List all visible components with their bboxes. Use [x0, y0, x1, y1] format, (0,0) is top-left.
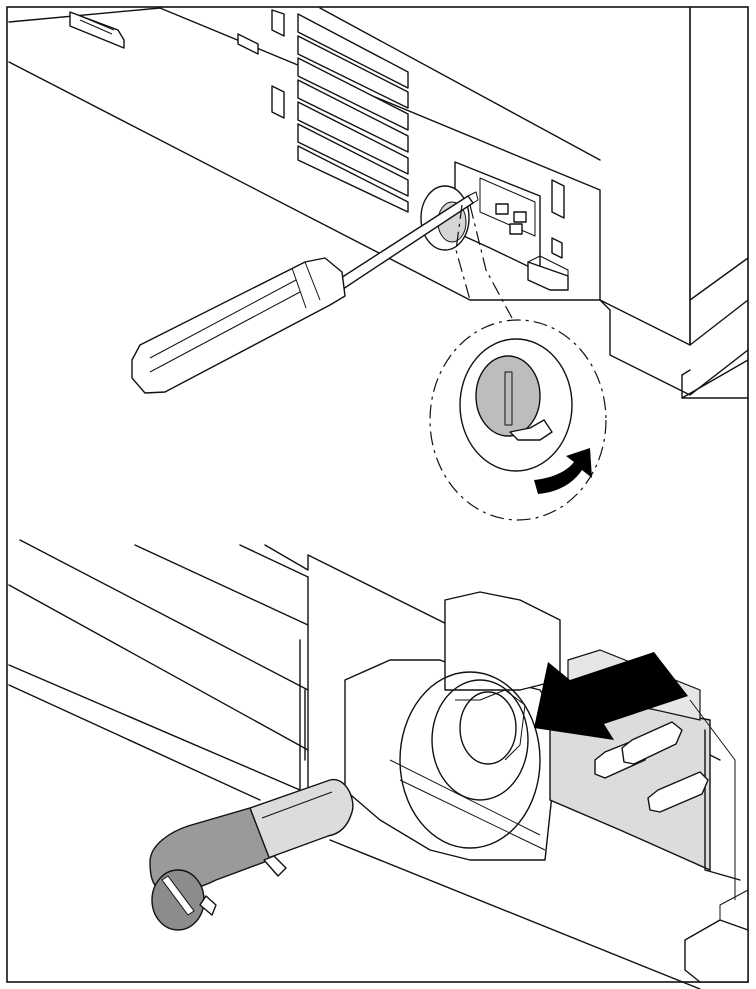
expansion-slots	[297, 13, 409, 213]
fuse-holder-icon	[149, 779, 354, 931]
vent-slot	[237, 33, 259, 55]
computer-rear-panel	[8, 7, 749, 521]
magnified-fuse-detail	[429, 319, 607, 521]
curved-arrow-icon	[534, 448, 592, 494]
pull-out-arrow-icon	[534, 652, 688, 740]
vent-slot	[551, 237, 563, 259]
vent-slot	[271, 85, 285, 119]
vent-slot	[551, 179, 565, 219]
figure-frame	[6, 6, 749, 983]
connector-pin	[621, 721, 683, 765]
connector-pin	[647, 771, 709, 813]
serial-port	[69, 11, 125, 49]
screwdriver-icon	[131, 191, 479, 394]
vent-slot	[271, 9, 285, 37]
power-inlet	[454, 161, 569, 291]
side-plate	[684, 919, 749, 983]
fuse-removal-panel	[8, 539, 749, 989]
callout-cone	[455, 204, 513, 319]
